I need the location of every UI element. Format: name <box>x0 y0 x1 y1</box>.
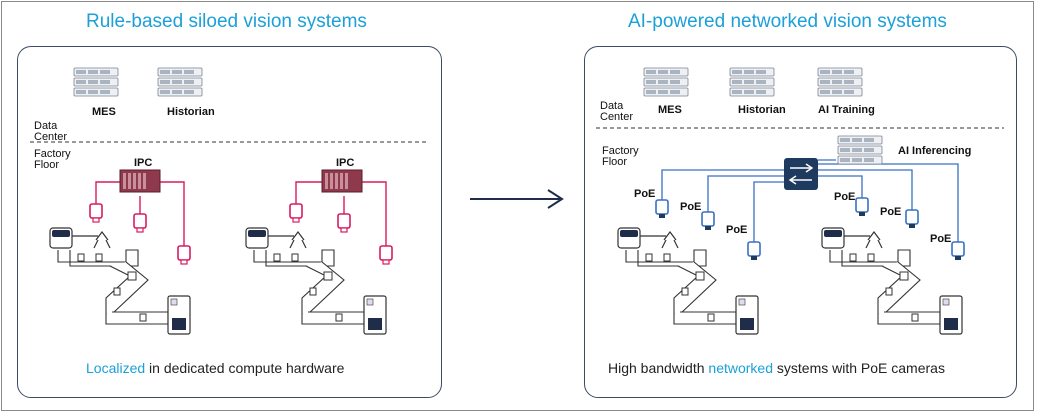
caption-highlight: networked <box>708 360 773 376</box>
historian-label: Historian <box>167 106 215 118</box>
ipc-label: IPC <box>134 157 153 169</box>
right-panel <box>584 46 1017 398</box>
ai-training-server-icon <box>817 67 863 97</box>
camera-icon <box>133 213 147 233</box>
ipc-icon <box>119 169 161 193</box>
ai-inferencing-label: AI Inferencing <box>898 145 972 157</box>
mes-label: MES <box>658 104 682 116</box>
camera-icon <box>177 245 191 265</box>
production-line-icon <box>617 227 759 335</box>
caption-text-post: systems with PoE cameras <box>773 360 945 376</box>
ipc-icon <box>321 169 363 193</box>
transition-arrow-icon <box>470 189 564 209</box>
caption-highlight: Localized <box>86 360 146 376</box>
camera-icon <box>289 203 303 223</box>
poe-camera-icon <box>655 199 669 219</box>
left-caption: Localized in dedicated compute hardware <box>86 360 344 376</box>
mes-server-icon <box>73 67 119 97</box>
factory-floor-label-line1: Factory <box>34 148 71 160</box>
caption-text-pre: High bandwidth <box>608 360 709 376</box>
left-panel-title: Rule-based siloed vision systems <box>86 11 367 32</box>
ai-inferencing-server-icon <box>837 135 883 165</box>
data-center-label-line2: Center <box>600 111 634 123</box>
production-line-icon <box>49 227 191 335</box>
poe-label: PoE <box>930 233 952 245</box>
camera-icon <box>337 213 351 233</box>
data-center-label-line1: Data <box>600 100 624 112</box>
production-line-icon <box>245 227 387 335</box>
ai-training-label: AI Training <box>818 104 875 116</box>
factory-floor-label-line2: Floor <box>602 156 628 168</box>
ipc-unit-2 <box>295 169 387 246</box>
ipc-label: IPC <box>336 157 355 169</box>
historian-server-icon <box>729 67 775 97</box>
poe-camera-icon <box>951 241 965 261</box>
poe-camera-icon <box>855 197 869 217</box>
poe-camera-icon <box>905 209 919 229</box>
left-panel <box>17 46 442 398</box>
poe-label: PoE <box>634 188 656 200</box>
poe-camera-icon <box>747 241 761 261</box>
poe-camera-icon <box>701 211 715 231</box>
poe-label: PoE <box>680 201 702 213</box>
caption-text: in dedicated compute hardware <box>145 360 345 376</box>
historian-label: Historian <box>738 104 786 116</box>
mes-label: MES <box>92 106 116 118</box>
poe-label: PoE <box>726 224 748 236</box>
data-center-label-line1: Data <box>34 120 58 132</box>
right-panel-title: AI-powered networked vision systems <box>628 11 947 32</box>
poe-label: PoE <box>834 191 856 203</box>
network-wiring <box>661 159 959 242</box>
network-switch-icon <box>784 158 818 190</box>
factory-floor-label-line2: Floor <box>34 159 60 171</box>
mes-server-icon <box>643 67 689 97</box>
poe-label: PoE <box>880 206 902 218</box>
factory-floor-label-line1: Factory <box>602 145 639 157</box>
right-caption: High bandwidth networked systems with Po… <box>608 360 945 376</box>
historian-server-icon <box>157 67 203 97</box>
camera-icon <box>89 203 103 223</box>
ipc-unit-1 <box>95 169 185 246</box>
data-center-label-line2: Center <box>34 131 68 143</box>
camera-icon <box>379 245 393 265</box>
